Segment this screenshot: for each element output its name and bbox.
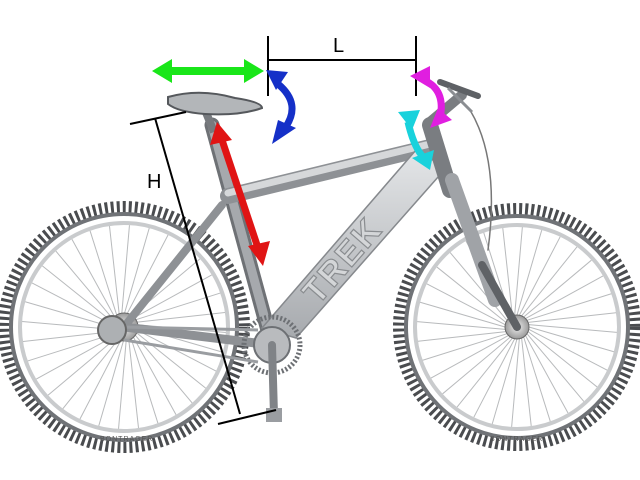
spoke (525, 335, 569, 414)
spoke (125, 234, 169, 316)
spoke (135, 311, 226, 323)
bicycle-illustration: BONTRAGER BONTRAGER TREK (0, 79, 640, 453)
spoke (502, 227, 513, 316)
stem-angle-arrow-icon (398, 110, 434, 170)
spoke (528, 326, 615, 353)
spoke (25, 301, 113, 328)
spoke (436, 266, 507, 323)
spoke (42, 265, 114, 323)
spoke (511, 338, 520, 427)
front-tire-text: BONTRAGER (490, 436, 543, 443)
spoke (417, 321, 506, 330)
drivetrain (97, 314, 303, 422)
spoke (47, 336, 118, 396)
rear-wheel: BONTRAGER (0, 201, 250, 453)
spoke (55, 250, 115, 321)
spoke (523, 336, 551, 422)
spoke (128, 338, 140, 429)
frame-brand-text: TREK (295, 210, 390, 311)
spoke (516, 229, 543, 316)
spoke (527, 331, 598, 388)
spoke (79, 338, 123, 420)
spoke (491, 338, 518, 425)
spoke (132, 335, 177, 415)
saddle-fore-aft-arrow-icon (152, 59, 264, 83)
spoke (36, 335, 116, 380)
rear-tire-text: BONTRAGER (100, 436, 153, 443)
spoke (521, 338, 532, 427)
spoke (514, 227, 523, 316)
spoke (132, 274, 212, 319)
spoke (526, 333, 585, 402)
length-dimension (267, 36, 417, 96)
spoke (123, 228, 150, 316)
spoke (521, 246, 578, 317)
length-label: L (333, 35, 344, 57)
spoke (528, 312, 617, 323)
spoke (130, 336, 159, 424)
saddle-tilt-arrow-icon (266, 70, 296, 144)
height-label: H (147, 171, 161, 193)
spoke (108, 225, 120, 316)
spoke (525, 275, 604, 319)
spoke (419, 301, 506, 328)
spoke (528, 328, 608, 371)
spoke (526, 293, 612, 321)
spoke (133, 333, 193, 404)
spoke (118, 338, 127, 429)
spoke (121, 225, 130, 316)
spoke (135, 328, 217, 372)
spoke (62, 337, 120, 409)
spoke (71, 239, 116, 319)
handlebar-rotation-arrow-icon (410, 66, 452, 128)
spoke (442, 336, 511, 395)
spoke (528, 324, 617, 333)
spoke (134, 331, 206, 389)
saddle (167, 91, 264, 134)
spoke (31, 282, 113, 326)
spoke (456, 337, 513, 408)
spoke (422, 333, 508, 361)
spoke (417, 331, 506, 342)
seatpost-height-arrow-icon (210, 122, 270, 266)
spoke (430, 335, 509, 379)
height-dimension (129, 111, 277, 425)
spoke (449, 252, 508, 321)
spoke (98, 338, 125, 426)
spoke (426, 283, 506, 326)
spoke (473, 338, 516, 418)
spoke (89, 230, 118, 318)
spoke (523, 259, 592, 318)
spoke (518, 236, 561, 316)
